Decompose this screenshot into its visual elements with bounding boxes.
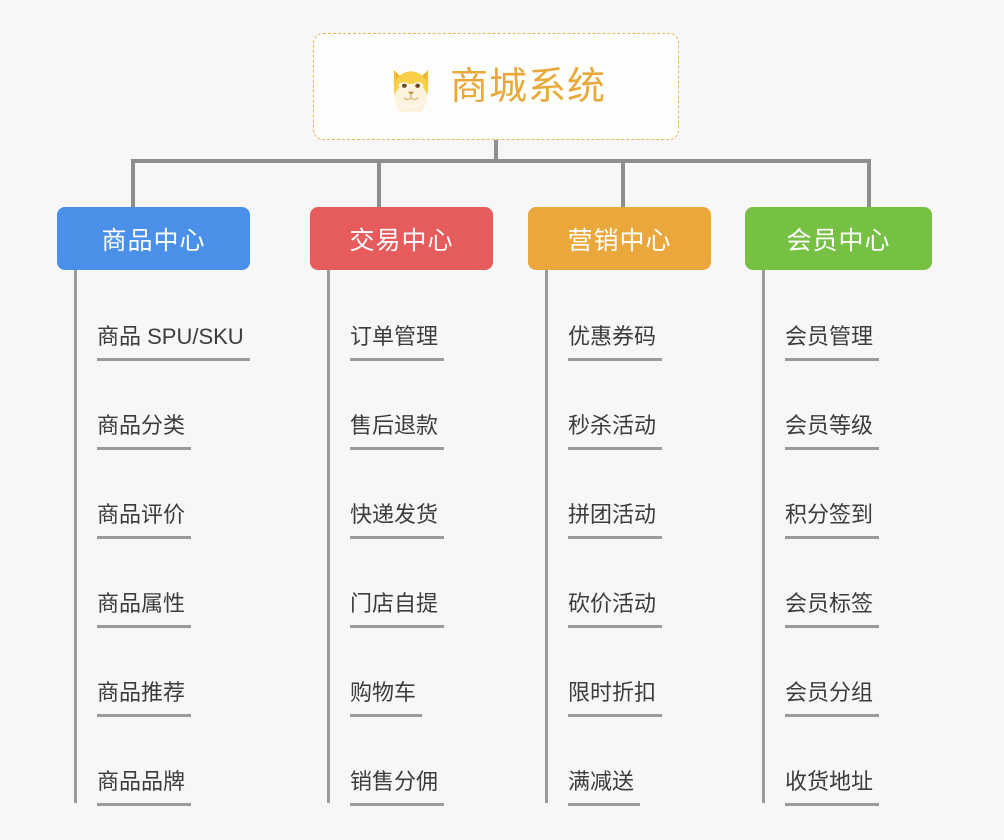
sub-item-label: 订单管理 (350, 322, 445, 361)
sub-item[interactable]: 会员标签 (762, 539, 932, 628)
sub-item[interactable]: 快递发货 (327, 450, 493, 539)
connector-branch-stem-3 (621, 159, 625, 209)
sub-item-label: 收货地址 (785, 767, 880, 806)
sub-item-label: 优惠券码 (568, 322, 663, 361)
branch-header-3[interactable]: 营销中心 (528, 207, 711, 270)
branch-column-4: 会员中心 会员管理 会员等级 积分签到 会员标签 会员分组 收货地址 (745, 207, 932, 806)
connector-branch-stem-2 (377, 159, 381, 209)
shiba-dog-face-icon (393, 69, 429, 112)
sub-item[interactable]: 优惠券码 (545, 272, 711, 361)
sub-item[interactable]: 商品属性 (74, 539, 250, 628)
branch-column-2: 交易中心 订单管理 售后退款 快递发货 门店自提 购物车 销售分佣 (310, 207, 493, 806)
sub-item[interactable]: 商品 SPU/SKU (74, 272, 250, 361)
branch-column-1: 商品中心 商品 SPU/SKU 商品分类 商品评价 商品属性 商品推荐 商品品牌 (57, 207, 250, 806)
sub-item-label: 商品分类 (97, 411, 192, 450)
connector-root-stem (494, 140, 498, 162)
sub-item-label: 会员标签 (785, 589, 880, 628)
sub-item[interactable]: 商品推荐 (74, 628, 250, 717)
sub-item-label: 购物车 (350, 678, 423, 717)
sub-item[interactable]: 拼团活动 (545, 450, 711, 539)
sub-item[interactable]: 会员分组 (762, 628, 932, 717)
branch-header-4[interactable]: 会员中心 (745, 207, 932, 270)
branch-header-label-2: 交易中心 (349, 226, 454, 255)
root-node[interactable]: 商城系统 (313, 33, 679, 140)
sub-item-label: 售后退款 (350, 411, 445, 450)
connector-branch-stem-4 (867, 159, 871, 209)
sub-item[interactable]: 砍价活动 (545, 539, 711, 628)
sub-item[interactable]: 秒杀活动 (545, 361, 711, 450)
sub-item-label: 限时折扣 (568, 678, 663, 717)
sub-item[interactable]: 购物车 (327, 628, 493, 717)
sub-item-label: 会员管理 (785, 322, 880, 361)
sub-item-list-4: 会员管理 会员等级 积分签到 会员标签 会员分组 收货地址 (745, 270, 932, 806)
sub-item-label: 会员分组 (785, 678, 880, 717)
sub-item-label: 商品属性 (97, 589, 192, 628)
sub-item[interactable]: 销售分佣 (327, 717, 493, 806)
sub-item-label: 积分签到 (785, 500, 880, 539)
sub-item-list-3: 优惠券码 秒杀活动 拼团活动 砍价活动 限时折扣 满减送 (528, 270, 711, 806)
sub-item-label: 商品推荐 (97, 678, 192, 717)
branch-header-label-1: 商品中心 (101, 226, 206, 255)
sub-item[interactable]: 商品评价 (74, 450, 250, 539)
connector-branch-stem-1 (131, 159, 135, 209)
sub-item[interactable]: 会员管理 (762, 272, 932, 361)
sub-item[interactable]: 限时折扣 (545, 628, 711, 717)
root-title: 商城系统 (449, 65, 606, 108)
sub-item-label: 满减送 (568, 767, 641, 806)
sub-item-label: 砍价活动 (568, 589, 663, 628)
sub-item-label: 商品评价 (97, 500, 192, 539)
sub-item[interactable]: 订单管理 (327, 272, 493, 361)
sub-item-label: 商品品牌 (97, 767, 192, 806)
branch-header-2[interactable]: 交易中心 (310, 207, 493, 270)
branch-header-label-3: 营销中心 (567, 226, 672, 255)
sub-item[interactable]: 商品分类 (74, 361, 250, 450)
sub-item-label: 会员等级 (785, 411, 880, 450)
sub-item[interactable]: 售后退款 (327, 361, 493, 450)
sub-item[interactable]: 满减送 (545, 717, 711, 806)
sub-item[interactable]: 门店自提 (327, 539, 493, 628)
sub-item-label: 快递发货 (350, 500, 445, 539)
sub-item[interactable]: 商品品牌 (74, 717, 250, 806)
branch-header-label-4: 会员中心 (786, 226, 891, 255)
branch-header-1[interactable]: 商品中心 (57, 207, 250, 270)
sub-item[interactable]: 积分签到 (762, 450, 932, 539)
sub-item[interactable]: 会员等级 (762, 361, 932, 450)
sub-item-list-1: 商品 SPU/SKU 商品分类 商品评价 商品属性 商品推荐 商品品牌 (57, 270, 250, 806)
sub-item[interactable]: 收货地址 (762, 717, 932, 806)
sub-item-label: 秒杀活动 (568, 411, 663, 450)
sub-item-label: 商品 SPU/SKU (97, 322, 250, 361)
sub-item-list-2: 订单管理 售后退款 快递发货 门店自提 购物车 销售分佣 (310, 270, 493, 806)
sub-item-label: 销售分佣 (350, 767, 445, 806)
branch-column-3: 营销中心 优惠券码 秒杀活动 拼团活动 砍价活动 限时折扣 满减送 (528, 207, 711, 806)
sub-item-label: 门店自提 (350, 589, 445, 628)
connector-horizontal-bus (131, 159, 871, 163)
sub-item-label: 拼团活动 (568, 500, 663, 539)
